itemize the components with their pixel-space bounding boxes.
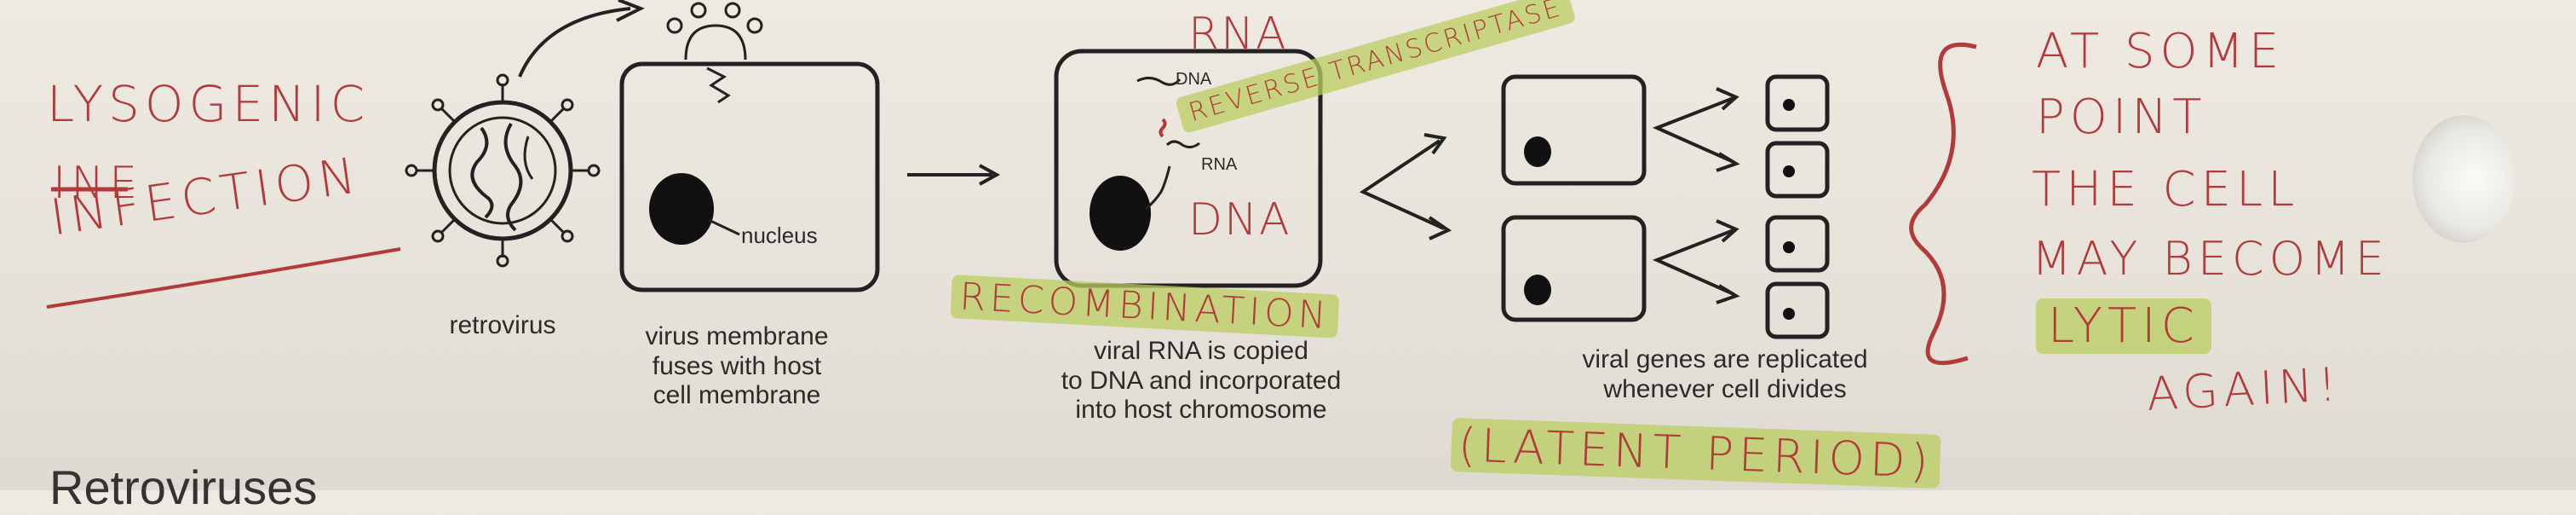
note-line1: AT SOME	[2036, 24, 2285, 79]
bottom-cut-text: Retroviruses	[49, 460, 318, 514]
struck-text: INE	[53, 158, 143, 209]
daughter-cell-1	[1501, 74, 1647, 186]
granddaughter-cell-4	[1765, 281, 1830, 339]
retrovirus-icon	[405, 73, 601, 268]
note-line4: MAY BECOME	[2032, 232, 2389, 286]
granddaughter-cell-1	[1765, 74, 1830, 132]
caption-fusion-line2: fuses with host	[652, 351, 822, 380]
title-underline	[46, 247, 401, 309]
caption-copied-line3: into host chromosome	[1075, 396, 1327, 424]
note-line2: POINT	[2036, 90, 2207, 145]
host-cell-1	[619, 61, 880, 292]
caption-replicated-line1: viral genes are replicated	[1582, 345, 1868, 373]
split-arrow	[1359, 139, 1445, 230]
note-line6: AGAIN!	[2145, 357, 2343, 421]
diagram-drawing	[46, 0, 1977, 366]
caption-fusion: virus membrane fuses with host cell memb…	[605, 322, 869, 411]
caption-retrovirus: retrovirus	[449, 311, 556, 339]
nucleus-label: nucleus	[741, 223, 818, 248]
curly-brace	[1909, 42, 1977, 366]
small-dna-label: DNA	[1176, 70, 1212, 89]
rna-label: RNA	[1188, 9, 1288, 60]
caption-fusion-line3: cell membrane	[653, 381, 821, 409]
daughter-cell-2	[1501, 215, 1647, 322]
nucleus-2	[1090, 176, 1151, 251]
granddaughter-cell-2	[1765, 141, 1830, 199]
host-cell-2	[1054, 49, 1323, 288]
caption-replicated: viral genes are replicated whenever cell…	[1533, 345, 1917, 404]
caption-copied-line2: to DNA and incorporated	[1061, 366, 1342, 395]
caption-copied: viral RNA is copied to DNA and incorpora…	[1014, 337, 1389, 425]
entry-arrow	[518, 7, 631, 78]
nucleus-1	[649, 173, 714, 245]
binder-hole	[2412, 115, 2515, 243]
caption-fusion-line1: virus membrane	[645, 322, 829, 350]
lysogenic-label: LYSOGENIC	[47, 75, 371, 133]
budding-virus	[666, 2, 763, 104]
dna-label: DNA	[1188, 194, 1291, 246]
granddaughter-cell-3	[1765, 215, 1830, 273]
split-arrow-3	[1652, 229, 1734, 296]
small-rna-label: RNA	[1201, 155, 1238, 174]
caption-replicated-line2: whenever cell divides	[1603, 374, 1847, 403]
note-line5: LYTIC	[2036, 298, 2211, 354]
split-arrow-2	[1652, 96, 1734, 164]
note-line3: THE CELL	[2032, 162, 2300, 217]
caption-copied-line1: viral RNA is copied	[1094, 337, 1308, 365]
